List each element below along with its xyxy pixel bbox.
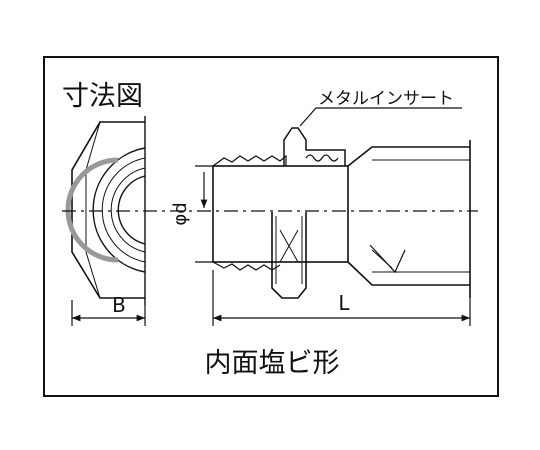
end-view [65, 116, 146, 305]
drawing-frame [43, 56, 499, 397]
metal-insert-leader [299, 107, 462, 127]
drawing-title: 寸法図 [62, 81, 143, 112]
dim-l-label: L [338, 291, 350, 315]
dim-b-label: B [112, 293, 126, 317]
dim-d [195, 165, 213, 263]
drawing-caption: 内面塩ビ形 [205, 348, 340, 379]
dim-b [71, 300, 146, 326]
side-view [212, 127, 471, 299]
dim-l [212, 270, 471, 326]
metal-insert-label: メタルインサート [318, 89, 454, 109]
dim-d-label: φd [170, 202, 191, 225]
